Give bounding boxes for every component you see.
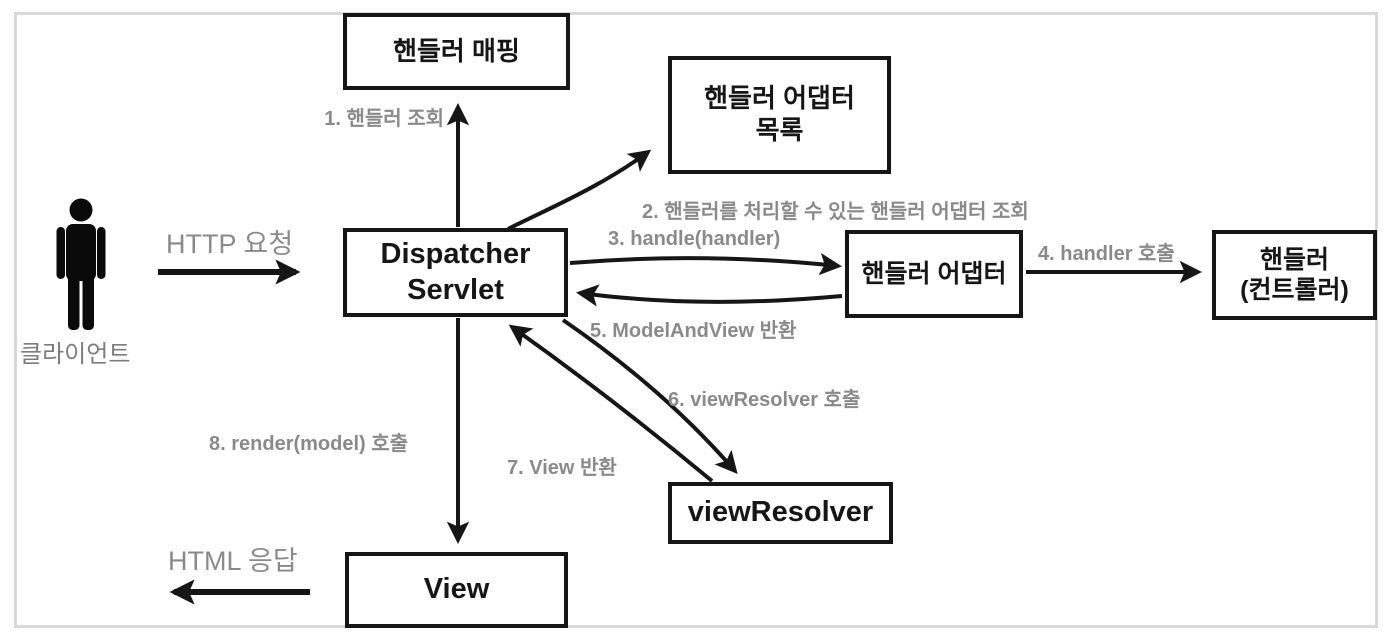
step2-label: 2. 핸들러를 처리할 수 있는 핸들러 어댑터 조회 [642, 201, 1029, 223]
client-label: 클라이언트 [20, 341, 131, 368]
node-view-resolver: viewResolver [668, 482, 893, 544]
arrow-step7 [508, 324, 714, 483]
arrow-step2 [507, 149, 652, 231]
node-handler-adapter-list-line2: 목록 [755, 115, 804, 145]
node-view-resolver-label: viewResolver [687, 496, 874, 529]
node-handler-adapter-list: 핸들러 어댑터 목록 [668, 56, 891, 174]
node-handler-controller: 핸들러 (컨트롤러) [1212, 230, 1377, 320]
node-handler-controller-line1: 핸들러 [1259, 245, 1329, 274]
step4-label: 4. handler 호출 [1038, 243, 1175, 265]
node-handler-controller-line2: (컨트롤러) [1240, 276, 1349, 304]
node-view: View [345, 552, 568, 628]
node-dispatcher-servlet: Dispatcher Servlet [343, 228, 568, 317]
arrow-step3 [569, 252, 843, 276]
node-handler-adapter-list-line1: 핸들러 어댑터 [704, 83, 855, 114]
arrow-step5 [576, 284, 843, 307]
http-request-label: HTTP 요청 [166, 229, 294, 259]
node-handler-adapter: 핸들러 어댑터 [845, 230, 1023, 318]
node-dispatcher-servlet-line2: Servlet [407, 273, 504, 306]
step3-label: 3. handle(handler) [608, 228, 781, 250]
html-response-label: HTML 응답 [168, 546, 298, 576]
person-icon [56, 198, 106, 330]
step5-label: 5. ModelAndView 반환 [590, 320, 797, 342]
step1-label: 1. 핸들러 조회 [324, 108, 444, 130]
node-view-label: View [423, 573, 490, 606]
arrow-step6 [561, 318, 738, 475]
node-handler-adapter-label: 핸들러 어댑터 [861, 259, 1007, 288]
node-handler-mapping: 핸들러 매핑 [343, 13, 570, 90]
step6-label: 6. viewResolver 호출 [668, 389, 861, 411]
node-dispatcher-servlet-line1: Dispatcher [380, 238, 531, 271]
step8-label: 8. render(model) 호출 [209, 433, 409, 455]
node-handler-mapping-label: 핸들러 매핑 [393, 35, 520, 66]
step7-label: 7. View 반환 [507, 457, 617, 479]
